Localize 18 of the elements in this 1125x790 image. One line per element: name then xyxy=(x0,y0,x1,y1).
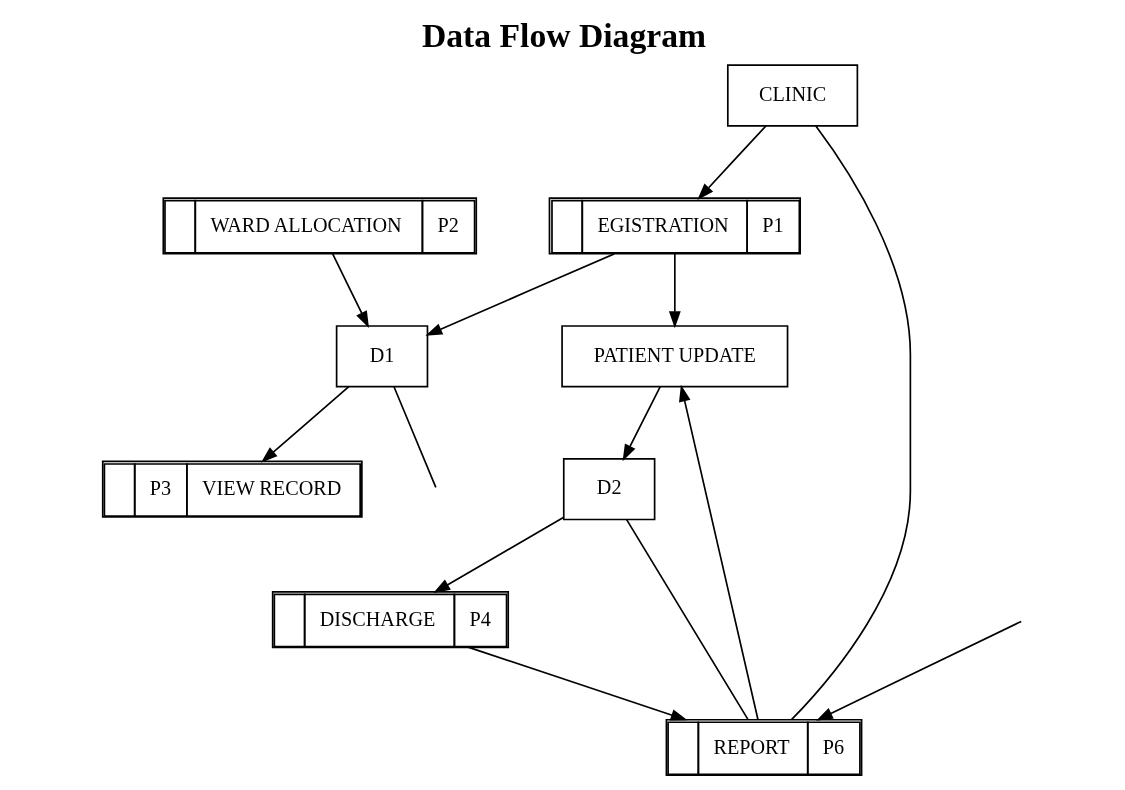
node-box: PATIENT UPDATE xyxy=(561,325,789,388)
connector xyxy=(393,385,437,489)
node-box: D2 xyxy=(562,458,656,521)
arrow xyxy=(425,253,615,336)
node-box: CLINIC xyxy=(727,64,859,127)
arrow xyxy=(622,385,662,462)
arrow xyxy=(467,646,688,721)
connector xyxy=(790,125,912,721)
arrow xyxy=(668,253,681,329)
arrow xyxy=(816,620,1023,721)
arrow xyxy=(679,384,759,721)
node-box: D1 xyxy=(335,325,429,388)
arrow xyxy=(697,125,767,200)
arrow xyxy=(331,253,369,328)
connector xyxy=(625,518,749,720)
arrow xyxy=(260,385,350,463)
arrow xyxy=(433,516,565,594)
diagram-title: Data Flow Diagram xyxy=(422,16,707,54)
